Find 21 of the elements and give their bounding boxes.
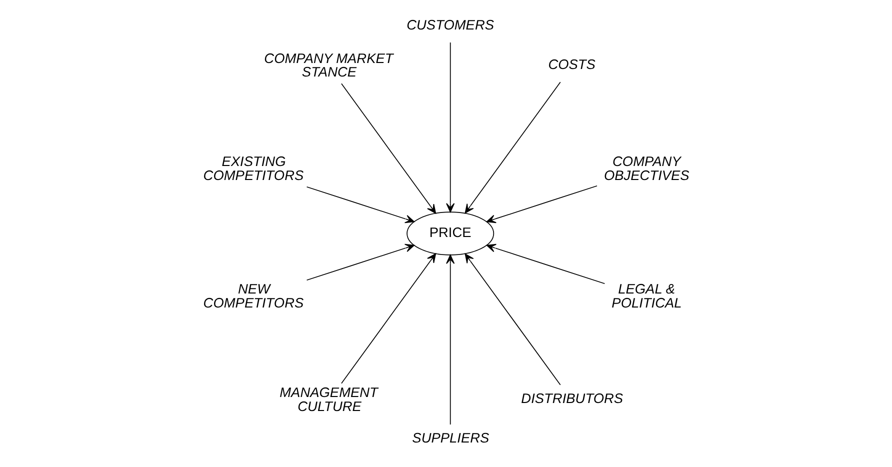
arrow [486,185,597,224]
node-text: CUSTOMERS [406,17,494,32]
node-text: COMPANY OBJECTIVES [603,154,689,183]
arrow [306,244,414,281]
node-text: MANAGEMENT CULTURE [279,385,378,414]
node-ellipse: PRICE [406,212,494,256]
arrow [340,83,436,214]
arrow [464,254,560,386]
node-text: DISTRIBUTORS [520,391,623,406]
arrow [446,42,454,212]
arrow [486,244,605,284]
node-text: COMPANY MARKET STANCE [264,50,393,80]
node-text: LEGAL & POLITICAL [611,282,682,310]
node-text: COSTS [548,56,595,72]
arrow [446,254,454,425]
arrow [306,186,414,224]
arrow [464,82,560,214]
node-text: EXISTING COMPETITORS [202,154,304,183]
node-text: SUPPLIERS [412,430,489,446]
arrow [340,253,436,384]
node-text: NEW COMPETITORS [202,282,304,310]
